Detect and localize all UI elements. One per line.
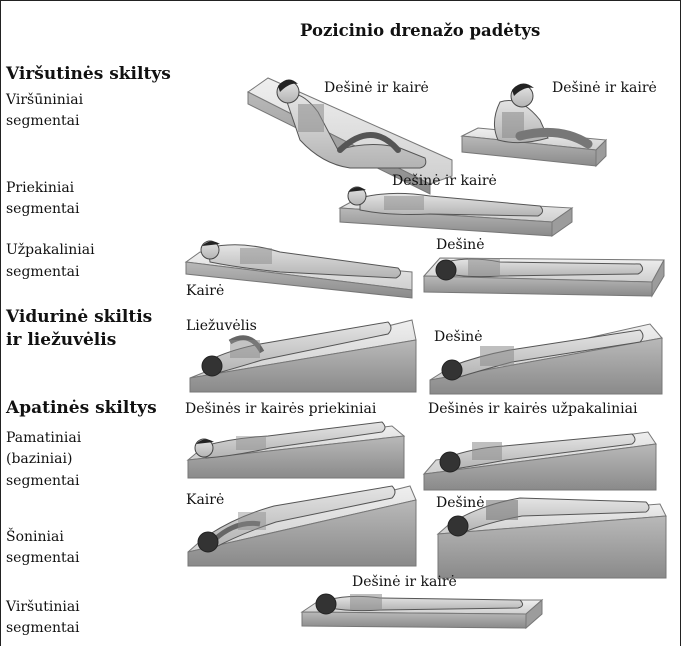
fig-label-lateral-right: Dešinė	[436, 495, 484, 511]
fig-label-basal-posterior: Dešinės ir kairės užpakaliniai	[428, 401, 637, 417]
fig-label-basal-anterior: Dešinės ir kairės priekiniai	[185, 401, 376, 417]
fig-label-superior: Dešinė ir kairė	[352, 574, 457, 590]
fig-label-middle-right: Dešinė	[434, 329, 482, 345]
figure-basal-anterior	[188, 422, 404, 478]
fig-label-posterior-right: Dešinė	[436, 237, 484, 253]
figure-posterior-right	[424, 258, 664, 296]
figure-basal-posterior	[424, 432, 656, 490]
fig-label-lateral-left: Kairė	[186, 492, 224, 508]
figure-superior	[302, 594, 542, 628]
fig-label-anterior: Dešinė ir kairė	[392, 173, 497, 189]
fig-label-lingula: Liežuvėlis	[186, 318, 257, 334]
fig-label-apical-left: Dešinė ir kairė	[324, 80, 429, 96]
fig-label-posterior-left: Kairė	[186, 283, 224, 299]
figure-anterior-supine	[340, 187, 572, 236]
fig-label-apical-right: Dešinė ir kairė	[552, 80, 657, 96]
